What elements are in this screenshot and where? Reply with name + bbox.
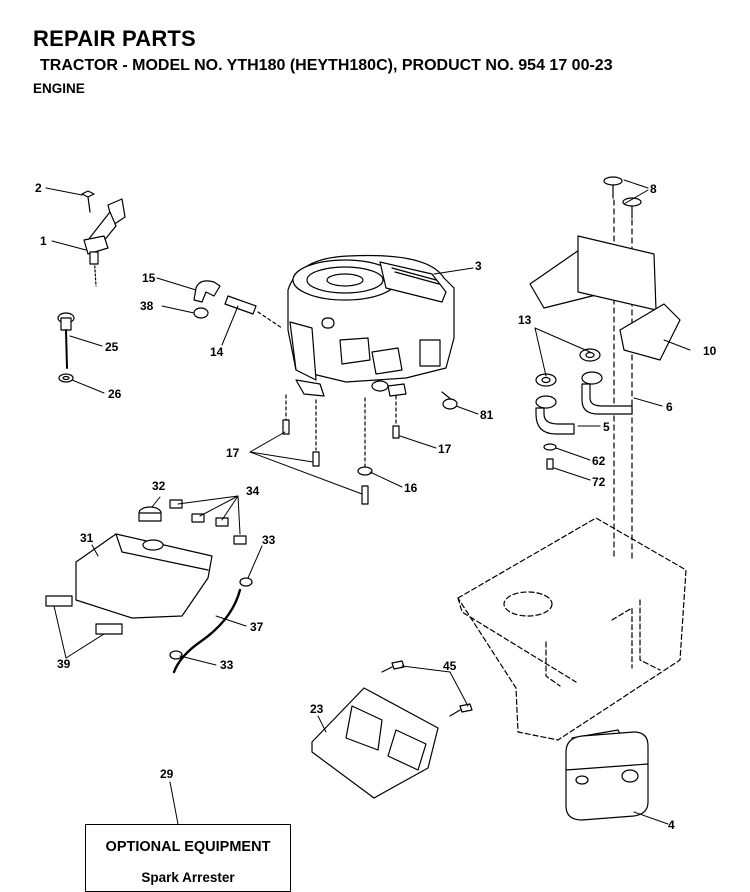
callout-72: 72 (592, 475, 606, 489)
optional-equipment-box: OPTIONAL EQUIPMENT Spark Arrester (85, 824, 291, 892)
muffler-drawing (565, 729, 649, 821)
heat-shield-drawing (529, 176, 681, 561)
callout-29: 29 (160, 767, 174, 781)
throttle-control-drawing (81, 190, 126, 287)
callout-8: 8 (650, 182, 657, 196)
callout-13: 13 (518, 313, 532, 327)
spark-arrester-label: Spark Arrester (141, 870, 235, 885)
callout-2: 2 (35, 181, 42, 195)
hose-drawing (169, 577, 253, 674)
model-subtitle: TRACTOR - MODEL NO. YTH180 (HEYTH180C), … (40, 57, 613, 74)
fuel-fitting-drawing (193, 280, 283, 329)
callout-5: 5 (603, 420, 610, 434)
callout-39: 39 (57, 657, 71, 671)
callout-10: 10 (703, 344, 717, 358)
callout-25: 25 (105, 340, 119, 354)
callout-numbers: 2 1 3 8 15 38 14 25 26 13 10 6 5 62 72 8… (35, 181, 717, 832)
leader-lines (45, 179, 691, 825)
engine-bolts-drawing (282, 394, 400, 505)
callout-31: 31 (80, 531, 94, 545)
callout-15: 15 (142, 271, 156, 285)
callout-23: 23 (310, 702, 324, 716)
bracket-drawing (311, 660, 473, 799)
callout-81: 81 (480, 408, 494, 422)
frame-drawing (457, 517, 687, 741)
callout-1: 1 (40, 234, 47, 248)
callout-17-left: 17 (226, 446, 240, 460)
callout-62: 62 (592, 454, 606, 468)
callout-4: 4 (668, 818, 675, 832)
page-title: REPAIR PARTS (33, 26, 196, 51)
callout-32: 32 (152, 479, 166, 493)
callout-45: 45 (443, 659, 457, 673)
engine-cover-drawing (45, 499, 247, 635)
callout-14: 14 (210, 345, 224, 359)
dipstick-drawing (57, 312, 75, 383)
callout-26: 26 (108, 387, 122, 401)
callout-38: 38 (140, 299, 154, 313)
callout-33-top: 33 (262, 533, 276, 547)
optional-equipment-title: OPTIONAL EQUIPMENT (105, 839, 271, 855)
callout-37: 37 (250, 620, 264, 634)
callout-6: 6 (666, 400, 673, 414)
callout-33-bottom: 33 (220, 658, 234, 672)
callout-3: 3 (475, 259, 482, 273)
callout-17-right: 17 (438, 442, 452, 456)
callout-16: 16 (404, 481, 418, 495)
engine-drawing (287, 254, 458, 410)
callout-34: 34 (246, 484, 260, 498)
section-label: ENGINE (33, 81, 85, 96)
exhaust-pipes-drawing (535, 348, 633, 470)
